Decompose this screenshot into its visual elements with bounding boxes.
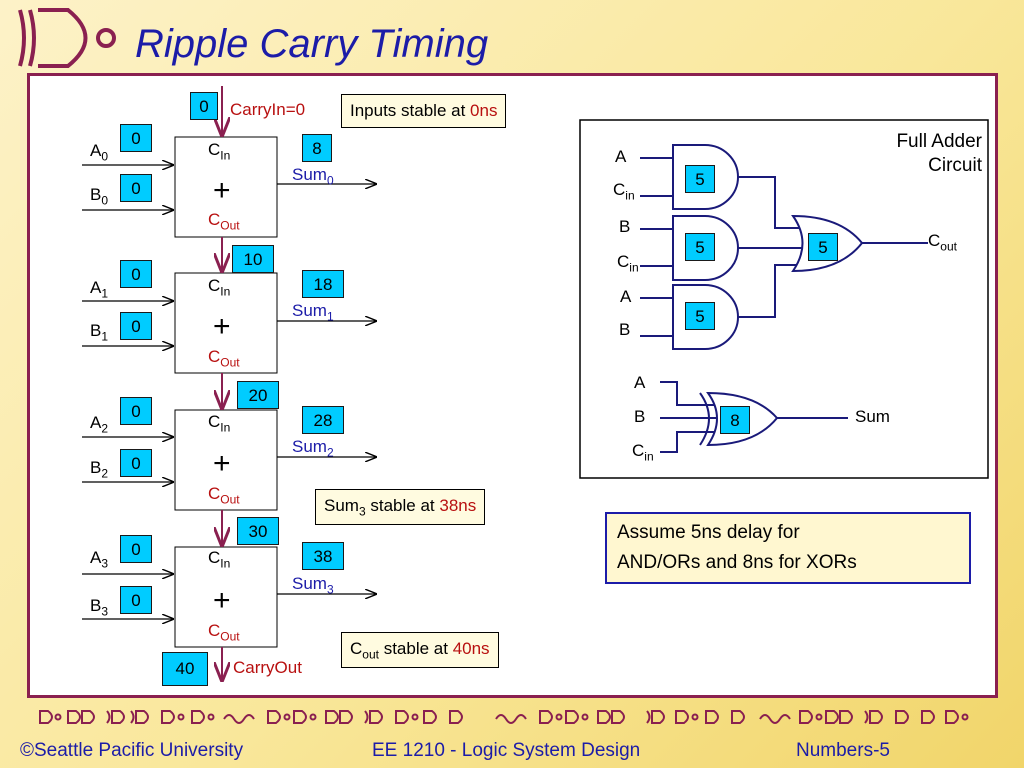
input-b-value: 0 [120,174,152,202]
cin-label: CIn [208,548,231,571]
full-adder-title: Full Adder Circuit [896,131,982,176]
input-b-label: B0 [90,185,109,208]
sum-label: Sum0 [292,165,334,188]
cout-stable-note: Cout stable at 40ns [341,632,499,669]
and1-input-a: A [615,147,627,166]
plus-sign: + [213,174,231,207]
carry-in-value: 0 [190,92,218,120]
gate-strip-decoration [39,710,969,724]
or-delay: 5 [808,233,838,261]
adder-block-1 [174,272,278,374]
plus-sign: + [213,310,231,343]
sum-label: Sum3 [292,574,334,597]
input-b-label: B2 [90,458,109,481]
footer-copyright: ©Seattle Pacific University [20,740,244,761]
sum-value: 18 [302,270,344,298]
carry-value: 30 [237,517,279,545]
sum-value: 8 [302,134,332,162]
xor-output-label: Sum [855,407,890,426]
and2-input-cin: Cin [617,252,639,275]
input-a-label: A2 [90,413,109,436]
plus-sign: + [213,584,231,617]
input-b-label: B3 [90,596,109,619]
input-b-value: 0 [120,312,152,340]
adder-block-3 [174,546,278,648]
input-a-value: 0 [120,124,152,152]
and1-input-cin: Cin [613,180,635,203]
carry-in-label: CarryIn=0 [230,100,306,119]
sum3-stable-note: Sum3 stable at 38ns [315,489,486,526]
cin-label: CIn [208,140,231,163]
xor-input-b: B [634,407,646,426]
or-output-label: Cout [928,231,957,254]
cout-label: COut [208,484,240,507]
xor-delay: 8 [720,406,750,434]
input-b-value: 0 [120,449,152,477]
adder-block-2 [174,409,278,511]
xor-input-a: A [634,373,646,392]
and2-delay: 5 [685,233,715,261]
footer-page: Numbers-5 [796,740,890,761]
cout-label: COut [208,621,240,644]
carry-value: 20 [237,381,279,409]
carry-out-value: 40 [162,652,208,686]
assumption-note: Assume 5ns delay for AND/ORs and 8ns for… [605,512,971,584]
cout-label: COut [208,347,240,370]
carry-value: 10 [232,245,274,273]
input-a-value: 0 [120,397,152,425]
and3-input-a: A [620,287,632,306]
and3-delay: 5 [685,302,715,330]
and1-delay: 5 [685,165,715,193]
xor-input-cin: Cin [632,441,654,464]
and3-input-b: B [619,320,631,339]
input-a-value: 0 [120,260,152,288]
plus-sign: + [213,447,231,480]
sum-label: Sum2 [292,437,334,460]
cout-label: COut [208,210,240,233]
footer: ©Seattle Pacific University EE 1210 - Log… [20,740,1020,762]
logo-icon [18,8,116,68]
and2-input-b: B [619,217,631,236]
page-title: Ripple Carry Timing [135,22,489,66]
footer-course: EE 1210 - Logic System Design [372,740,641,761]
sum-value: 28 [302,406,344,434]
adder-block-0 [174,136,278,238]
sum-label: Sum1 [292,301,334,324]
input-a-label: A3 [90,548,109,571]
input-b-value: 0 [120,586,152,614]
sum-value: 38 [302,542,344,570]
cin-label: CIn [208,412,231,435]
input-a-value: 0 [120,535,152,563]
input-b-label: B1 [90,321,109,344]
cin-label: CIn [208,276,231,299]
carry-out-label: CarryOut [233,658,302,677]
input-a-label: A0 [90,141,109,164]
input-a-label: A1 [90,278,109,301]
inputs-stable-note: Inputs stable at 0ns [341,94,507,128]
